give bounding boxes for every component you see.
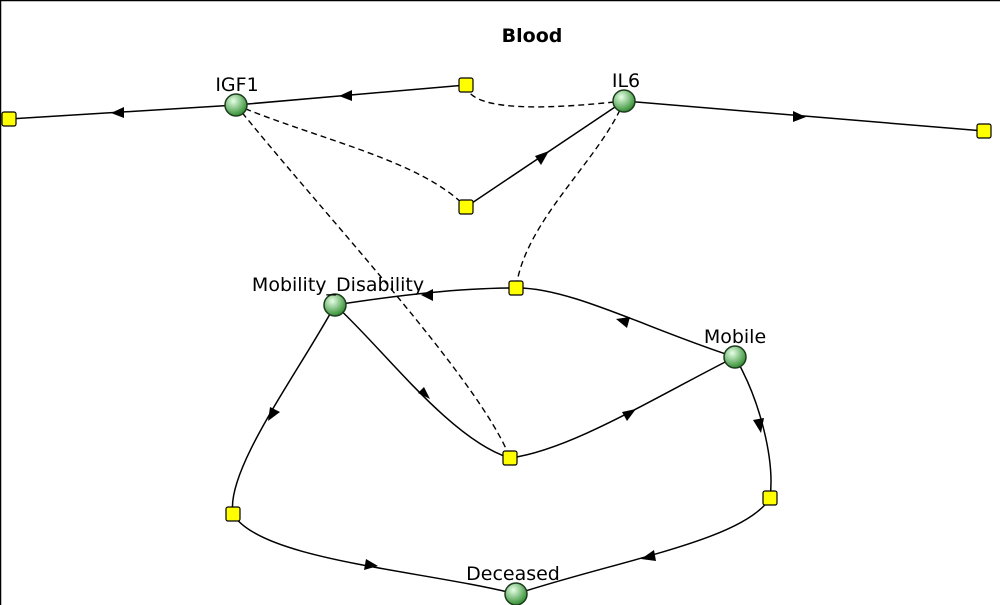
species-mobility-disability-label: Mobility_Disability (252, 274, 424, 296)
edge-mobility-disability-to-recovery (334, 304, 511, 459)
arrowhead (535, 151, 549, 165)
arrowhead (421, 289, 433, 301)
arrowhead (641, 550, 656, 561)
species-igf1-label: IGF1 (215, 74, 258, 96)
edge-il6-modifies-mobility-loss (515, 100, 625, 289)
junction-mobility-loss[interactable] (508, 280, 524, 296)
arrowhead (622, 409, 636, 421)
edge-igf1-modifies-il6-production (235, 104, 467, 208)
arrowhead (616, 317, 630, 328)
species-igf1[interactable]: IGF1 (215, 74, 259, 117)
junction-igf1-degradation[interactable] (458, 77, 474, 93)
junction-mobility-recovery[interactable] (502, 450, 518, 466)
arrowhead (339, 90, 352, 101)
species-mobile[interactable]: Mobile (704, 326, 766, 369)
arrowhead (793, 111, 806, 122)
junction-igf1-sink[interactable] (1, 111, 17, 127)
species-deceased-label: Deceased (466, 563, 560, 585)
species-il6[interactable]: IL6 (612, 70, 640, 113)
modifier-edges (235, 84, 625, 459)
junction-death-disabled[interactable] (225, 506, 241, 522)
species-deceased-node[interactable] (504, 582, 528, 605)
edge-death2-to-deceased (515, 497, 771, 595)
arrowhead (753, 418, 764, 433)
arrowhead (111, 107, 124, 118)
arrowhead (268, 407, 280, 421)
species-nodes: IGF1 IL6 Mobility_Disability Mobile Dece… (215, 70, 766, 605)
edge-mobile-to-death (734, 356, 772, 499)
species-igf1-node[interactable] (224, 93, 248, 117)
species-mobile-node[interactable] (723, 345, 747, 369)
edge-mobile-to-loss (515, 287, 736, 358)
compartment-title: Blood (502, 25, 563, 47)
species-deceased[interactable]: Deceased (466, 563, 560, 605)
reaction-edges (8, 84, 985, 595)
junction-death-mobile[interactable] (762, 490, 778, 506)
species-mobility-disability-node[interactable] (323, 293, 347, 317)
edge-death1-to-deceased (232, 513, 517, 595)
edge-il6-degradation (623, 100, 985, 132)
species-il6-node[interactable] (612, 89, 636, 113)
species-il6-label: IL6 (612, 70, 640, 92)
arrowheads (111, 90, 806, 570)
edge-igf1-modifies-mobility-recovery (235, 104, 511, 459)
junction-il6-production[interactable] (458, 199, 474, 215)
junction-il6-sink[interactable] (976, 123, 992, 139)
species-mobile-label: Mobile (704, 326, 766, 348)
junctions (1, 77, 992, 522)
edge-mobility-disability-to-death (231, 304, 336, 515)
edge-recovery-to-mobile (509, 356, 736, 459)
edge-il6-modifies-igf1-degradation (465, 84, 625, 108)
arrowhead (364, 559, 378, 570)
species-mobility-disability[interactable]: Mobility_Disability (252, 274, 424, 317)
arrowhead (418, 387, 430, 399)
